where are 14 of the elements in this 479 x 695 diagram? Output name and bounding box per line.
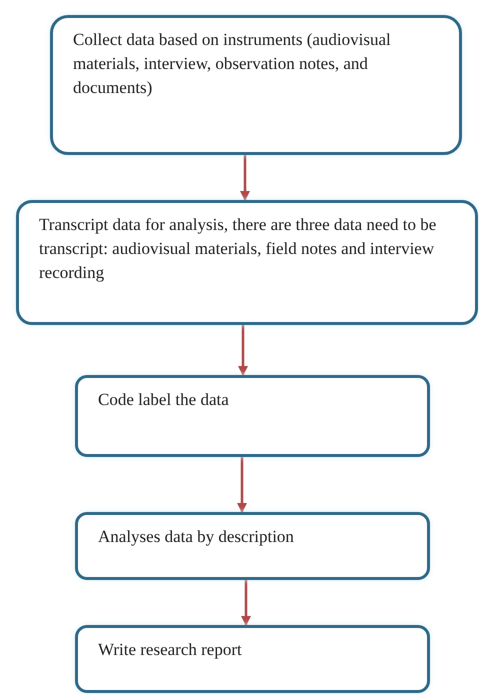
- arrow: [240, 155, 250, 201]
- arrow: [237, 457, 247, 513]
- arrow: [241, 580, 251, 626]
- step-text: Transcript data for analysis, there are three data need to be transcript: audiovisual materials, field notes and interview recording: [39, 214, 438, 284]
- process-box: [50, 15, 462, 155]
- process-box: [16, 200, 478, 325]
- step-text: Analyses data by description: [98, 526, 295, 548]
- process-box: [75, 625, 430, 693]
- step-text: Code label the data: [98, 389, 230, 411]
- arrow: [238, 325, 248, 376]
- step-text: Write research report: [98, 639, 243, 661]
- step-text: Collect data based on instruments (audiovisual materials, interview, observation notes, and documents): [73, 29, 392, 99]
- process-box: [75, 375, 430, 457]
- process-box: [75, 512, 430, 580]
